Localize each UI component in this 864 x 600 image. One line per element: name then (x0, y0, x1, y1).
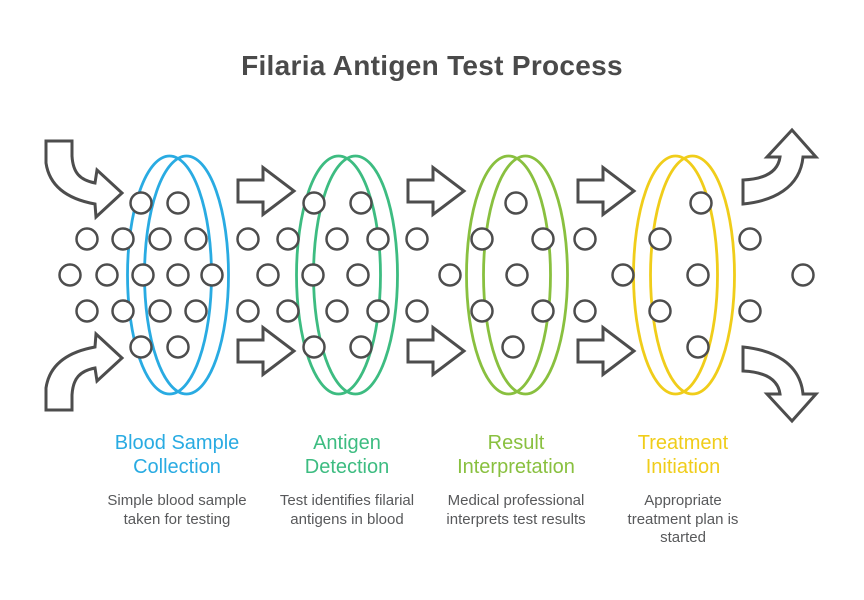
particle-dot (349, 335, 373, 359)
particle-dot (405, 227, 429, 251)
particle-dot (75, 299, 99, 323)
particle-dot (738, 299, 762, 323)
particle-dot (573, 299, 597, 323)
particle-dot (129, 335, 153, 359)
particle-dot (686, 263, 710, 287)
particle-dot (689, 191, 713, 215)
particle-dot (111, 227, 135, 251)
particle-dot (75, 227, 99, 251)
particle-dot (438, 263, 462, 287)
stage-label-blood-sample-collection: Blood Sample Collection Simple blood sam… (87, 431, 267, 529)
stage-label-result-interpretation: Result Interpretation Medical profession… (426, 431, 606, 529)
right-arrow-icon (406, 164, 467, 218)
stage-title: Blood Sample Collection (114, 432, 240, 478)
particle-dot (184, 227, 208, 251)
outlet-arrow-top-right-icon (741, 127, 820, 206)
particle-dot (166, 263, 190, 287)
particle-dot (148, 227, 172, 251)
outlet-arrow-bottom-right-icon (741, 345, 820, 424)
stage-title: Antigen Detection (304, 432, 390, 478)
right-arrow-icon (576, 164, 637, 218)
right-arrow-icon (236, 324, 297, 378)
right-arrow-icon (406, 324, 467, 378)
particle-dot (184, 299, 208, 323)
particle-dot (166, 335, 190, 359)
particle-dot (276, 227, 300, 251)
particle-dot (148, 299, 172, 323)
particle-dot (276, 299, 300, 323)
particle-dot (366, 227, 390, 251)
particle-dot (349, 191, 373, 215)
particle-dot (573, 227, 597, 251)
particle-dot (470, 299, 494, 323)
stage-label-antigen-detection: Antigen Detection Test identifies filari… (257, 431, 437, 529)
particle-dot (686, 335, 710, 359)
inlet-arrow-top-left-icon (44, 139, 125, 221)
particle-dot (236, 299, 260, 323)
particle-dot (302, 191, 326, 215)
particle-dot (325, 299, 349, 323)
stage-description: Test identifies filarial antigens in blo… (279, 492, 415, 528)
particle-dot (236, 227, 260, 251)
flow-arrows-layer (44, 127, 820, 424)
inlet-arrow-bottom-left-icon (44, 330, 125, 412)
right-arrow-icon (236, 164, 297, 218)
particle-dot (200, 263, 224, 287)
stage-3-left-ellipse (465, 154, 552, 396)
particle-dot (531, 299, 555, 323)
stage-title: Treatment Initiation (637, 432, 729, 478)
particle-dot (648, 299, 672, 323)
particle-dot (256, 263, 280, 287)
particle-dot (504, 191, 528, 215)
particle-dot (166, 191, 190, 215)
particle-dot (470, 227, 494, 251)
stage-4-right-ellipse (649, 154, 736, 396)
stage-3-right-ellipse (482, 154, 569, 396)
particle-dot (366, 299, 390, 323)
particle-dot (501, 335, 525, 359)
stage-2-left-ellipse (295, 154, 382, 396)
page-title: Filaria Antigen Test Process (241, 50, 623, 81)
stage-title: Result Interpretation (457, 432, 575, 478)
particle-dot (505, 263, 529, 287)
particle-dots-layer (58, 191, 815, 359)
particle-dot (738, 227, 762, 251)
stage-description: Simple blood sample taken for testing (107, 492, 247, 528)
particle-dot (58, 263, 82, 287)
particle-dot (531, 227, 555, 251)
stage-description: Medical professional interprets test res… (446, 492, 586, 528)
particle-dot (302, 335, 326, 359)
right-arrow-icon (576, 324, 637, 378)
particle-dot (405, 299, 429, 323)
particle-dot (611, 263, 635, 287)
particle-dot (131, 263, 155, 287)
particle-dot (301, 263, 325, 287)
particle-dot (648, 227, 672, 251)
particle-dot (95, 263, 119, 287)
particle-dot (346, 263, 370, 287)
stage-ellipses-layer (126, 154, 736, 396)
particle-dot (325, 227, 349, 251)
stage-description: Appropriate treatment plan is started (627, 492, 739, 546)
particle-dot (111, 299, 135, 323)
stage-label-treatment-initiation: Treatment Initiation Appropriate treatme… (593, 431, 773, 548)
particle-dot (791, 263, 815, 287)
particle-dot (129, 191, 153, 215)
